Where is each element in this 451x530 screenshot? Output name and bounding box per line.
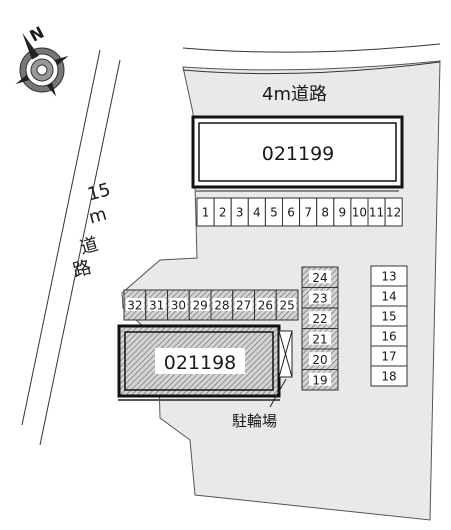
parking-right-slot-label-16: 16 [381,330,396,344]
parking-top-slot-label-7: 7 [304,206,312,220]
parking-left-slot-label-bg-25 [278,298,297,311]
parking-left-slot-label-29: 29 [192,299,207,313]
parking-center-slot-label-bg-24 [309,270,331,284]
building-north [191,115,404,192]
north-road-label: 4m道路 [262,84,327,105]
west-road-label-line-1: 15 [85,179,113,205]
parking-top-slot-label-10: 10 [352,206,367,220]
parking-right-slot-18 [370,365,408,387]
west-road-edge-right [39,59,121,446]
parking-top-slot-label-8: 8 [321,206,329,220]
parking-left-slot-label-28: 28 [214,299,229,313]
west-road-label-line-3: 道 [78,234,101,259]
parking-center-slot-label-bg-22 [309,311,331,325]
parking-left-slot-label-bg-32 [125,298,144,311]
parking-top-slot-label-3: 3 [236,206,244,220]
parking-center-slot-label-bg-20 [309,352,331,366]
parking-top-slot-label-1: 1 [202,206,210,220]
north-road-edge-outer [182,43,441,53]
parking-left-slot-label-30: 30 [171,299,186,313]
parking-right-slot-label-13: 13 [381,270,396,284]
parking-left-row: 32 31 30 29 28 27 26 25 [123,289,299,321]
parking-center-slot-label-22: 22 [312,312,327,326]
north-road-edge-inner [182,61,441,75]
bike-parking-label: 駐輪場 [232,412,277,430]
parking-center-slot-label-bg-21 [309,331,331,345]
building-north-id: 021199 [262,143,335,165]
parking-center-slot-label-20: 20 [312,353,327,367]
bike-parking-area [269,330,293,408]
parking-left-slot-label-25: 25 [279,299,294,313]
parking-center-slot-label-21: 21 [312,332,327,346]
parking-left-slot-label-bg-26 [256,298,275,311]
parking-right-slot-label-17: 17 [381,350,396,364]
building-south [117,324,281,401]
parking-top-slot-label-9: 9 [339,206,347,220]
parking-right-slot-label-14: 14 [381,290,396,304]
parking-right-column: 13 14 15 16 17 18 [370,265,408,387]
parking-top-slot-label-11: 11 [369,206,384,220]
west-road-label: 15 m 道 路 [71,179,113,282]
west-road-label-line-2: m [87,204,109,229]
parking-left-slot-label-bg-29 [191,298,210,311]
parking-top-slot-label-4: 4 [253,206,261,220]
parking-center-slot-label-bg-23 [309,290,331,304]
parking-right-slot-label-18: 18 [381,370,396,384]
compass-rose-icon [15,32,69,97]
building-south-id: 021198 [164,352,237,374]
parking-top-slot-label-12: 12 [386,206,401,220]
parking-top-slot-12 [384,197,403,227]
compass-north-label: N [26,23,47,46]
parking-center-slot-label-19: 19 [312,373,327,387]
parking-center-column: 24 23 22 21 20 19 [301,266,339,391]
parking-left-slot-label-bg-30 [169,298,188,311]
parking-right-slot-label-15: 15 [381,310,396,324]
parking-left-slot-label-26: 26 [258,299,273,313]
parking-left-slot-label-31: 31 [149,299,164,313]
parking-top-slot-label-5: 5 [270,206,278,220]
parking-left-slot-label-27: 27 [236,299,251,313]
parking-left-slot-label-32: 32 [127,299,142,313]
parking-center-slot-label-24: 24 [312,271,327,285]
parking-center-slot-label-bg-19 [309,372,331,386]
parking-left-slot-label-bg-28 [212,298,231,311]
parking-top-slot-label-2: 2 [219,206,227,220]
west-road-edge-left [21,49,101,426]
parking-left-slot-label-bg-31 [147,298,166,311]
parking-center-slot-label-23: 23 [312,291,327,305]
west-road-label-line-4: 路 [71,257,94,282]
parking-top-slot-label-6: 6 [287,206,295,220]
parking-left-slot-label-bg-27 [234,298,253,311]
